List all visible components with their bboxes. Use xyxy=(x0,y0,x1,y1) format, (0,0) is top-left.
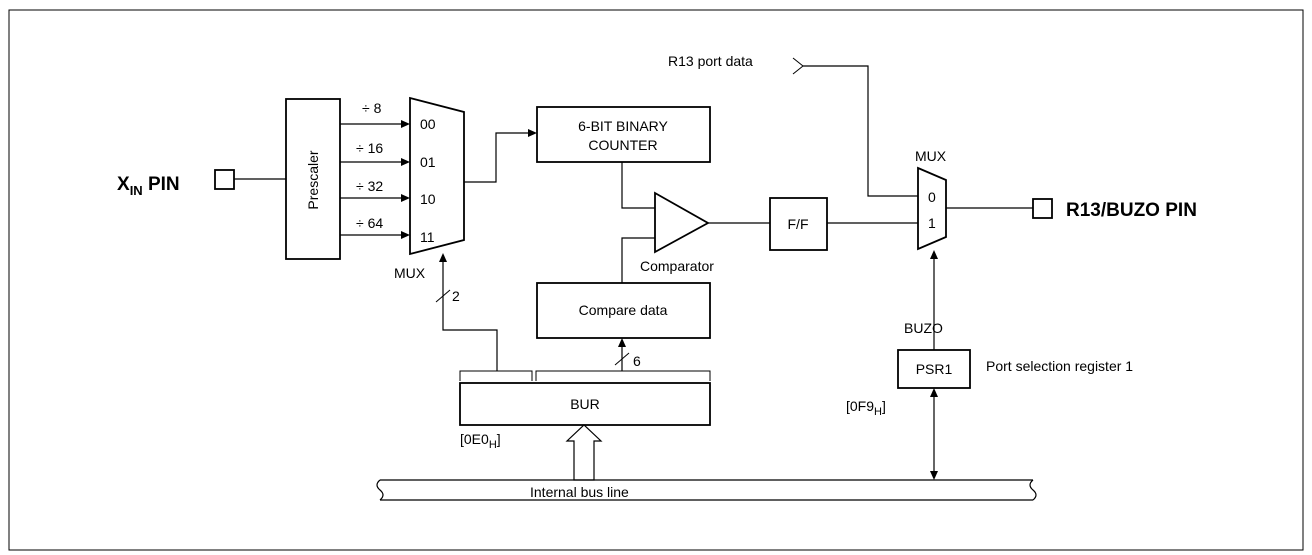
compare-data-block xyxy=(536,282,711,339)
select-width-label: 2 xyxy=(452,288,460,304)
comparator-label: Comparator xyxy=(640,258,714,274)
r13-port-data-wire xyxy=(803,65,918,197)
r13-port-data-label: R13 port data xyxy=(668,53,753,69)
bur-address: [0E0H] xyxy=(460,431,501,451)
divider-32-label: ÷ 32 xyxy=(356,178,383,194)
internal-bus-label: Internal bus line xyxy=(530,484,629,500)
mux-input-01: 01 xyxy=(420,154,436,170)
xin-pin-terminal xyxy=(214,169,235,190)
bur-label: BUR xyxy=(570,396,600,412)
prescaler-label: Prescaler xyxy=(305,150,321,209)
mux-right-input-1: 1 xyxy=(928,215,936,231)
mux-input-10: 10 xyxy=(420,191,436,207)
flip-flop-block xyxy=(769,197,828,251)
diagram-frame xyxy=(8,9,1304,551)
mux-select-wire xyxy=(442,261,498,371)
output-mux xyxy=(917,166,947,251)
psr1-description: Port selection register 1 xyxy=(986,358,1133,374)
data-bus-slash xyxy=(614,352,630,366)
mux-input-11: 11 xyxy=(420,229,435,245)
counter-label-line2: COUNTER xyxy=(588,137,657,153)
psr1-register-block xyxy=(897,349,971,389)
divider-64-label: ÷ 64 xyxy=(356,215,383,231)
counter-label-line1: 6-BIT BINARY xyxy=(578,118,668,134)
compare-data-to-comparator-wire xyxy=(621,237,655,283)
comparator-symbol xyxy=(654,191,710,254)
bur-bit-brackets xyxy=(459,370,711,381)
prescaler-block xyxy=(285,98,341,260)
compare-data-label: Compare data xyxy=(579,302,668,318)
mux-right-label: MUX xyxy=(915,148,947,164)
mux-left-label: MUX xyxy=(394,265,426,281)
bus-to-bur-arrow xyxy=(565,424,603,481)
internal-bus xyxy=(376,479,1037,501)
binary-counter-block xyxy=(536,106,711,163)
output-pin-terminal xyxy=(1032,198,1053,219)
bur-register-block xyxy=(459,382,711,426)
r13-port-data-chevron xyxy=(792,57,804,75)
mux-to-counter-wire xyxy=(464,132,528,183)
output-pin-label: R13/BUZO PIN xyxy=(1066,200,1197,221)
mux-input-00: 00 xyxy=(420,116,436,132)
mux-right-input-0: 0 xyxy=(928,189,936,205)
divider-lines xyxy=(340,120,410,239)
psr1-label: PSR1 xyxy=(916,361,953,377)
data-width-label: 6 xyxy=(633,353,641,369)
prescaler-mux xyxy=(409,96,465,256)
select-bus-slash xyxy=(435,289,451,303)
xin-pin-label: XIN PIN xyxy=(117,174,180,198)
divider-16-label: ÷ 16 xyxy=(356,140,383,156)
psr1-address: [0F9H] xyxy=(846,398,886,418)
buzo-label: BUZO xyxy=(904,320,943,336)
counter-to-comparator-wire xyxy=(621,162,655,209)
flip-flop-label: F/F xyxy=(788,216,809,232)
divider-8-label: ÷ 8 xyxy=(362,100,382,116)
